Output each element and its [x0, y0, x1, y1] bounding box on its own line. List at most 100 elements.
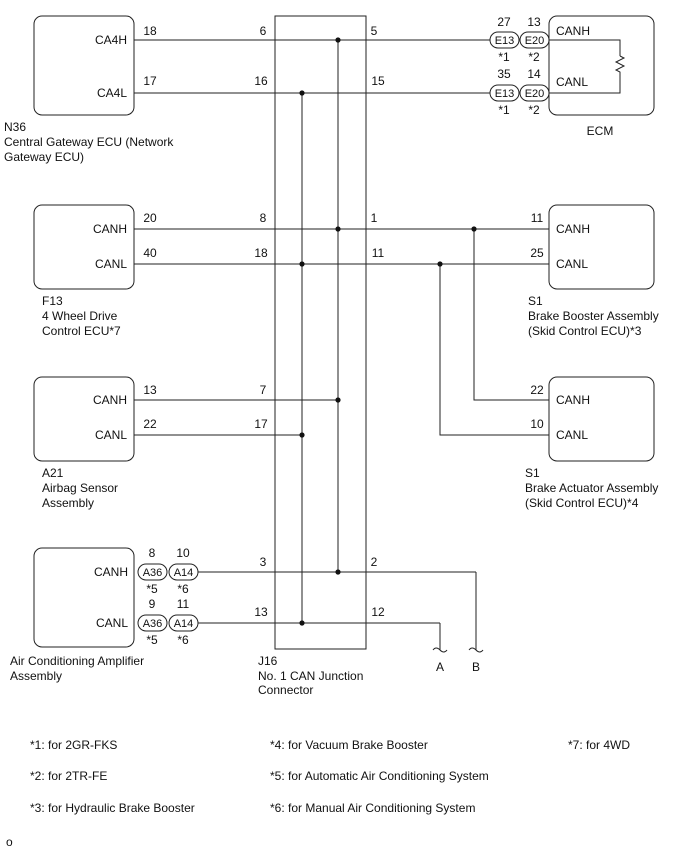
pin-number: 11	[531, 211, 544, 225]
connector-oval	[168, 563, 199, 581]
pin-number: 40	[143, 246, 157, 260]
ecu-name: ECM	[587, 124, 614, 138]
brake-actuator-box	[548, 376, 655, 462]
pin-label: 2	[371, 555, 378, 569]
pin-number: 9	[149, 597, 156, 611]
connector-code: A14	[174, 567, 194, 579]
pin-number: 10	[176, 546, 190, 560]
connector-code: A36	[143, 567, 163, 579]
junction-name: Connector	[258, 683, 313, 697]
ecu-name: Assembly	[10, 669, 62, 683]
dot	[335, 397, 341, 403]
ecu-code: S1	[525, 466, 540, 480]
ecm-connectors: E13 E20 E13 E20 27 13 35 14 *1 *2 *1 *2	[489, 15, 550, 117]
ecu-code: A21	[42, 466, 64, 480]
pin-number: 11	[177, 597, 190, 611]
junction-pins: 6 16 5 15 8 18 1 11 7 17 3 13 2 12	[254, 24, 385, 619]
footnotes: *1: for 2GR-FKS *2: for 2TR-FE *3: for H…	[30, 738, 630, 815]
ecm-terminator-top-over	[549, 39, 621, 56]
pin-number: 18	[143, 24, 157, 38]
junction-dots	[299, 37, 477, 626]
gateway-ecu-box	[33, 15, 135, 116]
pin-number: 27	[497, 15, 511, 29]
pin-name: CANL	[556, 428, 588, 442]
dot	[335, 569, 341, 575]
dot	[299, 261, 305, 267]
pin-label: 12	[371, 605, 385, 619]
connector-oval	[137, 614, 168, 632]
pin-number: 8	[149, 546, 156, 560]
pin-number: 14	[527, 67, 541, 81]
note-ref: *5	[146, 633, 158, 647]
pin-name: CANH	[556, 393, 590, 407]
pin-label: 6	[260, 24, 267, 38]
airbag-sensor-box	[33, 376, 135, 462]
note-ref: *6	[177, 633, 189, 647]
connector-oval	[489, 31, 520, 49]
ecu-name: Central Gateway ECU (Network	[4, 135, 174, 149]
pin-name: CANL	[96, 616, 128, 630]
note-ref: *1	[498, 50, 510, 64]
junction-name: No. 1 CAN Junction	[258, 669, 363, 683]
pin-name: CANL	[95, 428, 127, 442]
connector-code: A14	[174, 618, 194, 630]
dot	[437, 261, 443, 267]
dot	[335, 226, 341, 232]
pin-number: 10	[530, 417, 544, 431]
note-ref: *5	[146, 582, 158, 596]
brake-booster-box	[548, 204, 655, 290]
dot	[299, 620, 305, 626]
ecu-name: 4 Wheel Drive	[42, 309, 118, 323]
ecu-name: Control ECU*7	[42, 324, 121, 338]
ecu-name: Gateway ECU)	[4, 150, 84, 164]
pin-label: 18	[254, 246, 268, 260]
pin-label: 8	[260, 211, 267, 225]
ecm-box	[548, 15, 655, 116]
footnote: *7: for 4WD	[568, 738, 630, 752]
connector-oval	[137, 563, 168, 581]
pin-name: CA4L	[97, 86, 127, 100]
connector-code: E13	[495, 88, 515, 100]
dot	[299, 90, 305, 96]
aircon-amplifier-box	[33, 547, 135, 648]
note-ref: *1	[498, 103, 510, 117]
ecu-name: Brake Actuator Assembly	[525, 481, 658, 495]
dot	[335, 37, 341, 43]
ecu-code: S1	[528, 294, 543, 308]
pin-label: 11	[372, 246, 385, 260]
connector-code: E20	[525, 35, 545, 47]
ecu-name: (Skid Control ECU)*4	[525, 496, 639, 510]
pin-number: 13	[143, 383, 157, 397]
footnote: *2: for 2TR-FE	[30, 769, 107, 783]
aircon-connectors: A36 A14 A36 A14 8 10 9 11 *5 *6 *5 *6	[137, 546, 199, 647]
pin-name: CANH	[93, 393, 127, 407]
pin-name: CANL	[556, 257, 588, 271]
can-wires	[134, 39, 626, 653]
note-ref: *2	[528, 103, 540, 117]
pin-label: 7	[260, 383, 267, 397]
pin-name: CANL	[95, 257, 127, 271]
ecu-name: Brake Booster Assembly	[528, 309, 659, 323]
pin-label: 1	[371, 211, 378, 225]
pin-label: 5	[371, 24, 378, 38]
footnote: *1: for 2GR-FKS	[30, 738, 117, 752]
ecu-name: (Skid Control ECU)*3	[528, 324, 642, 338]
pin-name: CANH	[556, 222, 590, 236]
pin-name: CANH	[93, 222, 127, 236]
pin-number: 22	[530, 383, 544, 397]
connector-code: E13	[495, 35, 515, 47]
wire-actuator-canh	[473, 229, 549, 401]
ecm-terminator-resistor-over	[549, 55, 626, 94]
ecu-code: F13	[42, 294, 63, 308]
pin-number: 25	[530, 246, 544, 260]
figure-id: o	[6, 835, 13, 849]
pin-number: 20	[143, 211, 157, 225]
end-label-b: B	[472, 660, 480, 674]
break-mark-b	[468, 647, 484, 653]
footnote: *3: for Hydraulic Brake Booster	[30, 801, 195, 815]
pin-label: 17	[254, 417, 268, 431]
ecu-name: Airbag Sensor	[42, 481, 118, 495]
dot	[471, 226, 477, 232]
pin-number: 22	[143, 417, 157, 431]
